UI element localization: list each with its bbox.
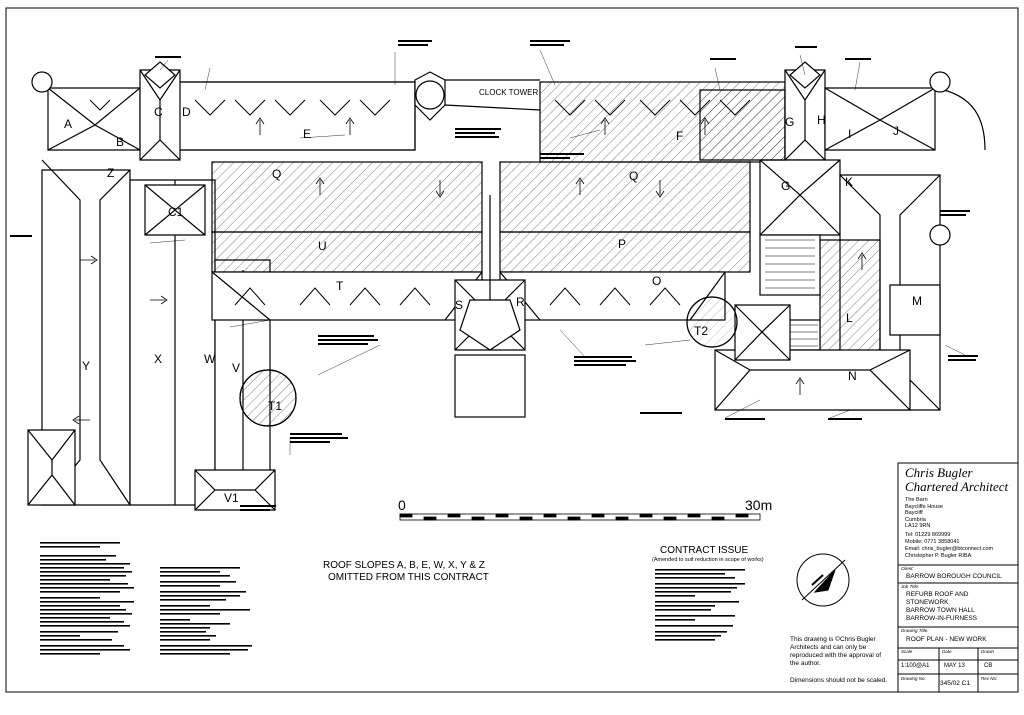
firm-contacts: Tel: 01229 869999 Mobile: 0771 3858041 E… <box>905 532 993 560</box>
slope-label: Z <box>107 166 114 180</box>
job-title-line: BARROW-IN-FURNESS <box>906 615 978 622</box>
slope-label: T1 <box>268 399 282 413</box>
firm-name-line2: Chartered Architect <box>905 479 1009 494</box>
slope-label: M <box>912 294 922 308</box>
slope-label: Y <box>82 359 90 373</box>
scale-end: 30m <box>745 497 772 513</box>
copyright-line: the author. <box>790 660 821 667</box>
title-block-frame <box>897 462 1019 693</box>
drawing-title-label: Drawing Title: <box>901 628 929 633</box>
slope-label: H <box>817 113 826 127</box>
slope-label: C1 <box>168 205 184 219</box>
job-title: REFURB ROOF AND STONEWORK BARROW TOWN HA… <box>906 591 977 623</box>
omitted-slopes-note: ROOF SLOPES A, B, E, W, X, Y & Z OMITTED… <box>323 560 489 583</box>
slope-label: B <box>116 135 124 149</box>
slope-label: O <box>652 274 661 288</box>
slope-label: S <box>455 298 463 312</box>
drawing-title: ROOF PLAN - NEW WORK <box>906 636 987 643</box>
omitted-note-line1: ROOF SLOPES A, B, E, W, X, Y & Z <box>323 560 485 571</box>
drawing-no-label: Drawing No: <box>901 676 926 681</box>
drawn-label: Drawn <box>981 649 995 654</box>
dimensions-note: Dimensions should not be scaled. <box>790 677 887 684</box>
slope-label: T <box>336 279 344 293</box>
job-title-line: REFURB ROOF AND <box>906 591 969 598</box>
copyright-line: This drawing is ©Chris Bugler <box>790 635 877 643</box>
north-arrow-icon <box>796 553 850 607</box>
roof-plan <box>27 61 986 511</box>
rev-label: Rev No: <box>981 676 998 681</box>
slope-label: E <box>303 127 311 141</box>
slope-label: W <box>204 352 216 366</box>
slope-label: G <box>785 115 794 129</box>
client-name: BARROW BOROUGH COUNCIL <box>906 573 1002 580</box>
job-title-label: Job Title: <box>901 584 920 589</box>
contract-issue-block: CONTRACT ISSUE (Amended to suit reductio… <box>652 545 764 641</box>
slope-arrows <box>72 117 867 425</box>
slope-label: F <box>676 129 683 143</box>
client-label: Client: <box>901 566 914 571</box>
slope-label: A <box>64 117 72 131</box>
slope-label: T2 <box>694 324 708 338</box>
tel: Tel: 01229 869999 <box>905 532 951 538</box>
firm-name: Chris Bugler Chartered Architect <box>905 466 1008 494</box>
annotation-text-blocks <box>10 40 978 511</box>
scale-value: 1:100@A1 <box>901 663 930 669</box>
date-label: Date <box>942 649 952 654</box>
contract-issue-subheading: (Amended to suit reduction in scope of w… <box>652 557 764 563</box>
slope-label: V <box>232 361 240 375</box>
slope-label: P <box>618 237 626 251</box>
principal: Christopher P. Bugler RIBA <box>905 553 972 559</box>
address-line: Baycliff <box>905 510 923 516</box>
slope-label: K <box>845 175 853 189</box>
drawn-value: CB <box>984 663 993 669</box>
email: Email: chris_bugler@btconnect.com <box>905 546 994 552</box>
address-line: Baycliffe House <box>905 503 944 510</box>
date-value: MAY 13 <box>944 663 965 669</box>
address-line: Cumbria <box>905 516 926 523</box>
slope-label: U <box>318 239 327 253</box>
specification-notes <box>40 542 252 655</box>
scale-bar: 0 30m <box>398 497 772 521</box>
copyright-line: Architects and can only be <box>790 644 867 651</box>
firm-address: The Barn Baycliffe House Baycliff Cumbri… <box>905 497 943 530</box>
job-title-line: BARROW TOWN HALL <box>906 607 975 614</box>
clock-tower-label: CLOCK TOWER <box>479 88 538 97</box>
copyright-line: reproduced with the approval of <box>790 652 881 659</box>
slope-label: N <box>848 369 857 383</box>
copyright-note: This drawing is ©Chris Bugler Architects… <box>790 635 887 684</box>
slope-label: L <box>846 311 853 325</box>
drawing-no-value: 345/02 C1 <box>940 680 970 687</box>
slope-labels: A B C D E F G H I J K L M N O P Q Q R S … <box>64 88 922 505</box>
firm-name-line1: Chris Bugler <box>905 465 973 480</box>
job-title-line: STONEWORK <box>906 599 949 606</box>
address-line: LA12 9RN <box>905 523 931 529</box>
slope-label: V1 <box>224 491 239 505</box>
slope-label: Q <box>629 169 638 183</box>
slope-label: J <box>893 124 899 138</box>
mobile: Mobile: 0771 3858041 <box>905 539 960 545</box>
sheet-border <box>5 7 1019 693</box>
slope-label: Q <box>272 167 281 181</box>
slope-label: R <box>516 295 525 309</box>
slope-label: G <box>781 179 790 193</box>
omitted-note-line2: OMITTED FROM THIS CONTRACT <box>328 572 489 583</box>
contract-issue-heading: CONTRACT ISSUE <box>660 545 748 556</box>
slope-label: C <box>154 105 163 119</box>
address-line: The Barn <box>905 497 928 503</box>
slope-label: D <box>182 105 191 119</box>
scale-start: 0 <box>398 497 406 513</box>
slope-label: I <box>848 127 851 141</box>
scale-label: Scale <box>901 649 913 654</box>
slope-label: X <box>154 352 162 366</box>
annotation-leaders <box>149 49 966 455</box>
